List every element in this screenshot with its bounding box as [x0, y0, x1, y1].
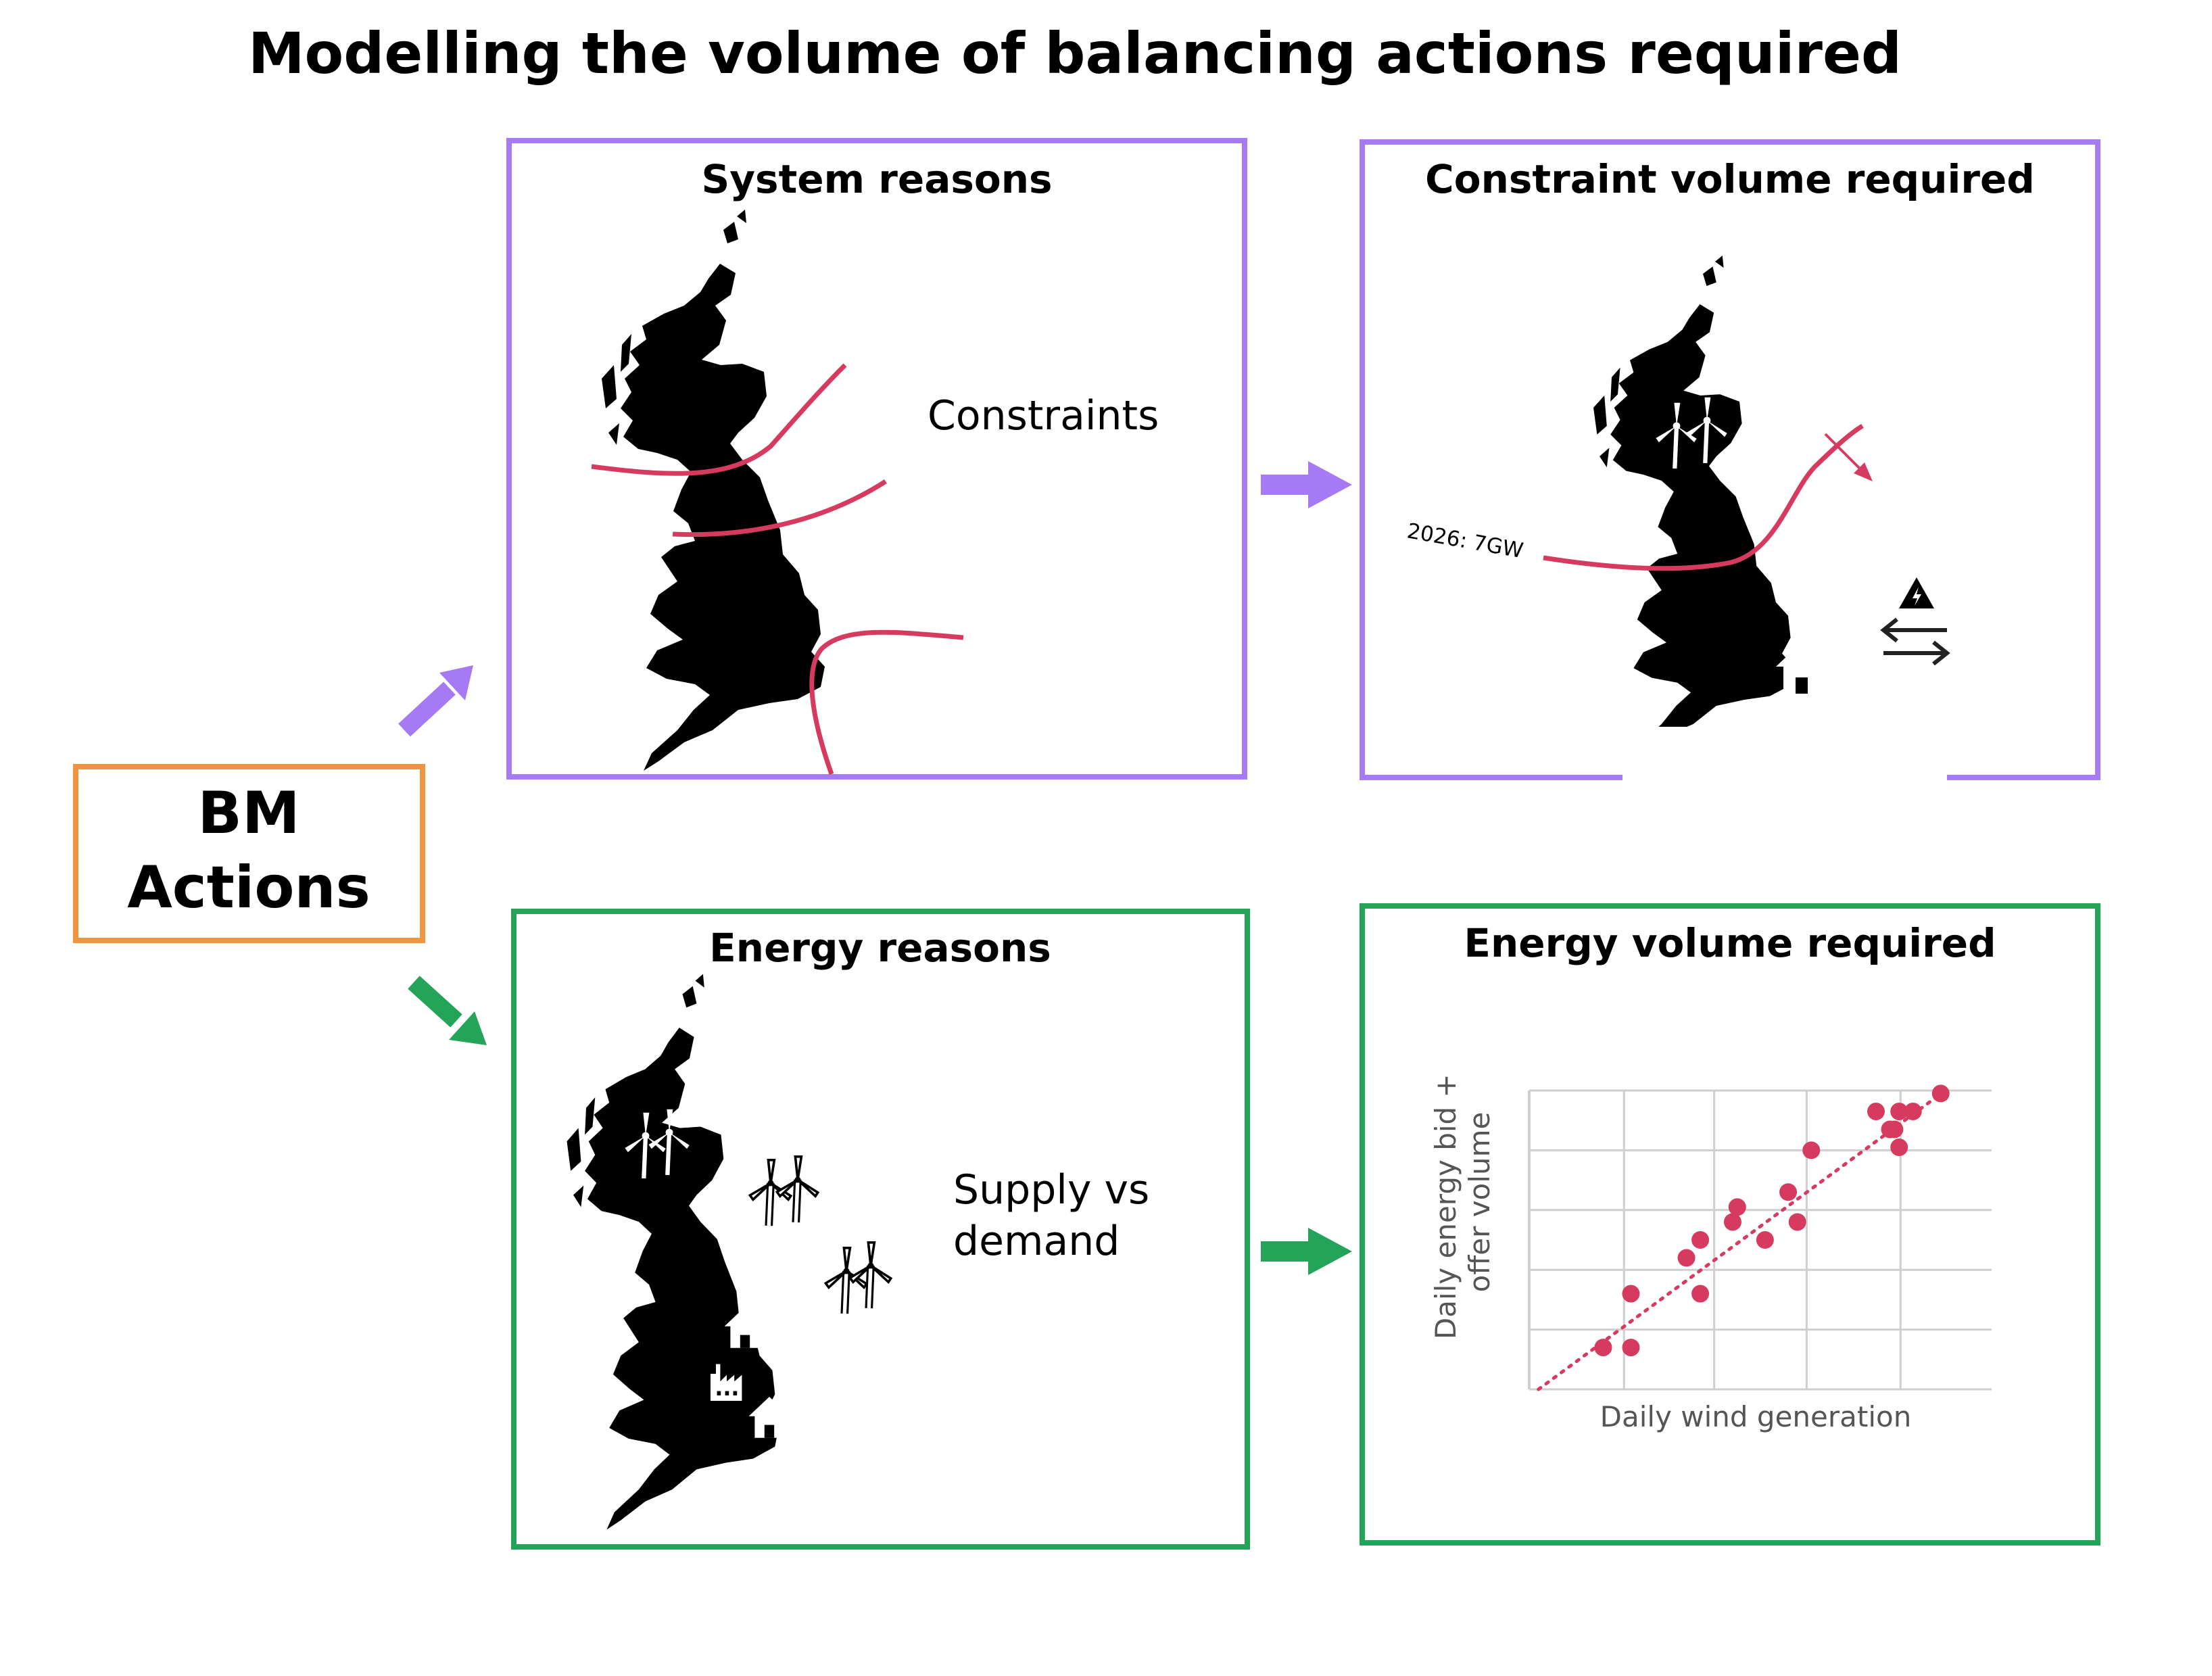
- scatter-point: [1885, 1120, 1904, 1139]
- bm-actions-label-line1: BM: [197, 780, 299, 847]
- y-axis-label-line1: Daily energy bid +: [1429, 1074, 1462, 1339]
- boundary-line: [1543, 423, 1864, 571]
- bm-actions-box: [73, 764, 425, 943]
- bm-actions-label-line2: Actions: [127, 854, 370, 921]
- system-reasons-heading: System reasons: [701, 156, 1052, 202]
- scatter-point: [1756, 1231, 1774, 1249]
- constraint-line-south: [809, 629, 964, 775]
- constraint-volume-heading: Constraint volume required: [1425, 156, 2035, 202]
- scatter-point: [1904, 1102, 1922, 1120]
- interconnector-arrows-icon: [1880, 617, 1950, 666]
- supply-demand-label-line1: Supply vs: [953, 1166, 1149, 1214]
- page-title: Modelling the volume of balancing action…: [248, 20, 1902, 87]
- boundary-arrowhead-icon: [1854, 462, 1873, 481]
- scatter-point: [1594, 1339, 1612, 1357]
- y-axis-label-line2: offer volume: [1463, 1112, 1496, 1293]
- scatter-point: [1890, 1102, 1908, 1120]
- arrow-to-constraint-volume-icon: [1261, 461, 1352, 508]
- energy-reasons-heading: Energy reasons: [709, 925, 1051, 971]
- chart-grid: [1528, 1089, 1992, 1391]
- scatter-point: [1723, 1213, 1741, 1231]
- arrow-to-system-reasons-icon: [398, 665, 473, 737]
- scatter-point: [1728, 1198, 1746, 1216]
- scatter-point: [1779, 1183, 1798, 1201]
- y-axis-label: Daily energy bid + offer volume: [1429, 1065, 1496, 1339]
- arrow-to-energy-reasons-icon: [408, 976, 487, 1045]
- panel-constraint-volume: Constraint volume required 2026: 7GW: [1360, 139, 2100, 781]
- arrow-to-energy-volume-icon: [1261, 1228, 1352, 1275]
- panel-energy-volume: Energy volume required Daily wind genera…: [1360, 903, 2100, 1546]
- electricity-warning-icon: [1899, 577, 1934, 608]
- panel-system-reasons: System reasons Constraints: [506, 138, 1247, 780]
- scatter-point: [1802, 1141, 1821, 1159]
- constraint-line-north: [591, 363, 847, 476]
- x-axis-label: Daily wind generation: [1600, 1400, 1912, 1433]
- supply-demand-label-line2: demand: [953, 1218, 1120, 1265]
- scatter-point: [1677, 1249, 1696, 1267]
- scatter-point: [1788, 1213, 1806, 1231]
- scatter-point: [1890, 1138, 1908, 1156]
- boundary-cross-icon: [1824, 433, 1866, 475]
- chart-points: [1594, 1084, 1950, 1357]
- scatter-point: [1622, 1285, 1640, 1303]
- energy-volume-heading: Energy volume required: [1464, 920, 1996, 966]
- scatter-point: [1691, 1285, 1710, 1303]
- scatter-point: [1691, 1231, 1710, 1249]
- scatter-point: [1622, 1339, 1640, 1357]
- scatter-point: [1867, 1102, 1885, 1120]
- scatter-point: [1931, 1084, 1950, 1103]
- panel-energy-reasons: Energy reasons Supply vs demand: [511, 909, 1250, 1550]
- constraint-line-middle: [672, 479, 887, 537]
- constraints-label: Constraints: [928, 392, 1159, 439]
- scatter-chart: Daily wind generation Daily energy bid +…: [1429, 1065, 1992, 1433]
